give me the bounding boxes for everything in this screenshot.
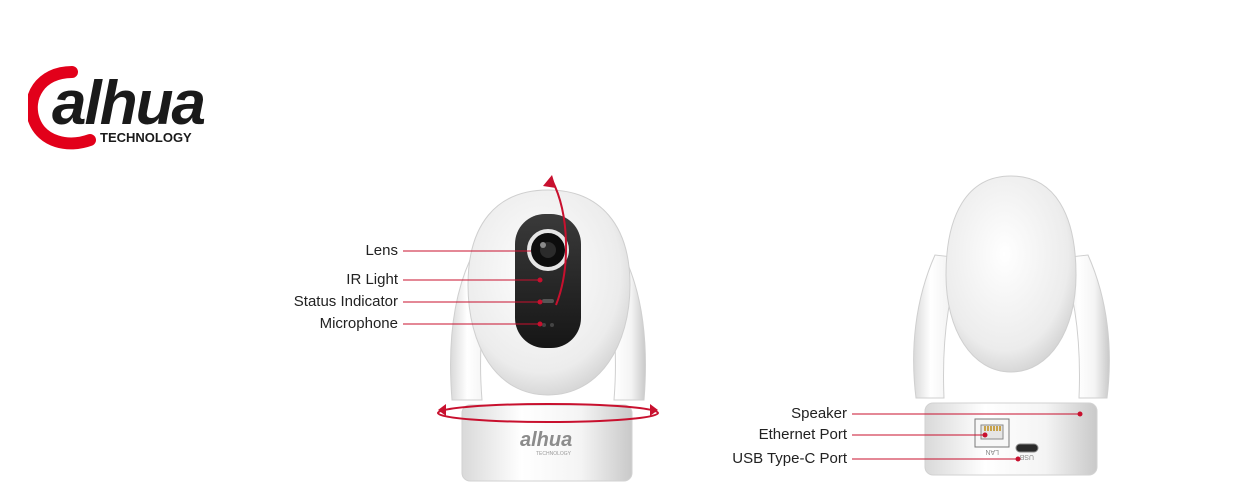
pan-arrow xyxy=(437,403,659,423)
callout-microphone: Microphone xyxy=(319,315,398,332)
usb-port-label: USB xyxy=(1019,453,1034,460)
callout-ethernet-port: Ethernet Port xyxy=(758,426,847,443)
usb-c-port xyxy=(1015,443,1039,453)
logo-subtext: TECHNOLOGY xyxy=(100,130,192,145)
callout-speaker: Speaker xyxy=(791,405,847,422)
callout-usb-type-c-port: USB Type-C Port xyxy=(732,450,847,467)
logo-wordmark: alhua xyxy=(52,69,204,138)
rear-camera: LAN USB xyxy=(913,175,1110,476)
tilt-arrow xyxy=(551,179,567,306)
device-logo: alhua xyxy=(520,429,572,451)
status-indicator xyxy=(542,299,554,303)
dahua-logo: alhua TECHNOLOGY xyxy=(28,66,206,150)
callout-status-indicator: Status Indicator xyxy=(293,293,398,310)
lan-port-label: LAN xyxy=(985,448,999,455)
callout-ir-light: IR Light xyxy=(346,271,398,288)
microphone-hole xyxy=(542,323,546,327)
rear-base xyxy=(924,402,1098,476)
device-logo-subtext: TECHNOLOGY xyxy=(536,451,572,457)
rear-head xyxy=(945,175,1077,373)
rear-callout-lines xyxy=(852,413,1080,460)
logo-swoosh xyxy=(28,66,96,150)
callout-lens: Lens xyxy=(365,242,398,259)
front-camera: alhua TECHNOLOGY xyxy=(437,175,659,482)
front-callout-lines xyxy=(403,250,540,325)
